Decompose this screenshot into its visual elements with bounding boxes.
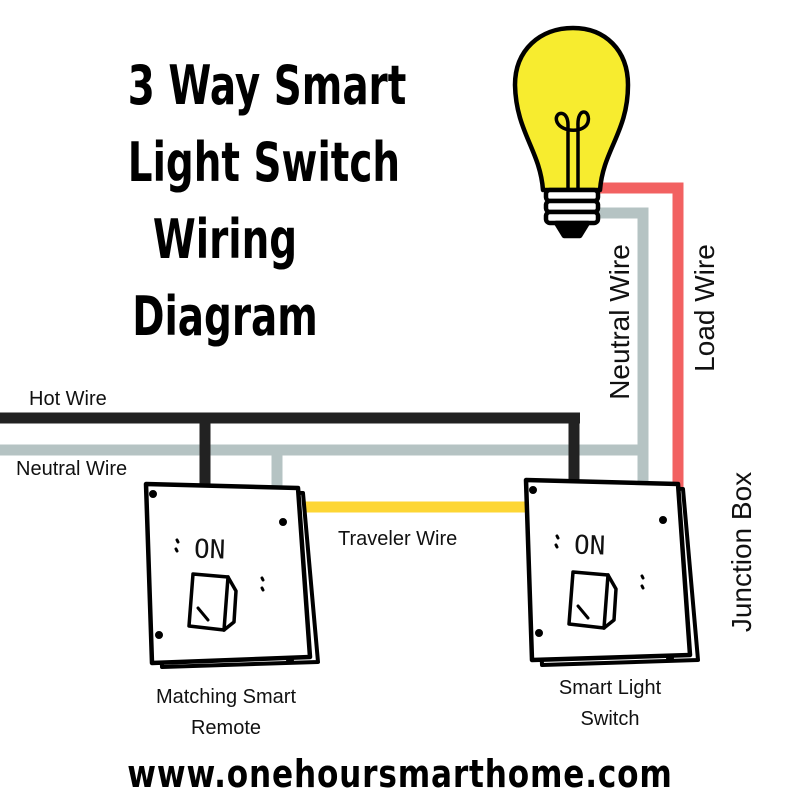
title-line-2: Light Switch (127, 131, 401, 194)
neutral-wire-label-right: Neutral Wire (604, 244, 635, 400)
title-line-4: Diagram (132, 285, 318, 348)
title-line-1: 3 Way Smart (127, 54, 407, 117)
remote-on-label: ON (193, 534, 226, 566)
load-wire (596, 182, 684, 496)
switch-label-line-1: Smart Light (558, 677, 662, 699)
junction-box-label: Junction Box (726, 471, 757, 633)
hot-wire-label: Hot Wire (29, 388, 107, 410)
title-line-3: Wiring (152, 208, 298, 271)
smart-remote-device (143, 481, 320, 669)
switch-label-line-2: Switch (580, 708, 640, 730)
hot-wire (0, 412, 580, 494)
switch-on-label: ON (573, 530, 606, 562)
smart-light-switch-device (523, 477, 700, 667)
neutral-wire-label-left: Neutral Wire (16, 458, 128, 480)
remote-label-line-1: Matching Smart (155, 686, 297, 708)
website-url: www.onehoursmarthome.com (127, 752, 673, 796)
remote-label-line-2: Remote (190, 717, 262, 739)
traveler-wire-label: Traveler Wire (338, 528, 458, 550)
load-wire-label: Load Wire (689, 244, 720, 372)
light-bulb-icon (512, 25, 631, 239)
